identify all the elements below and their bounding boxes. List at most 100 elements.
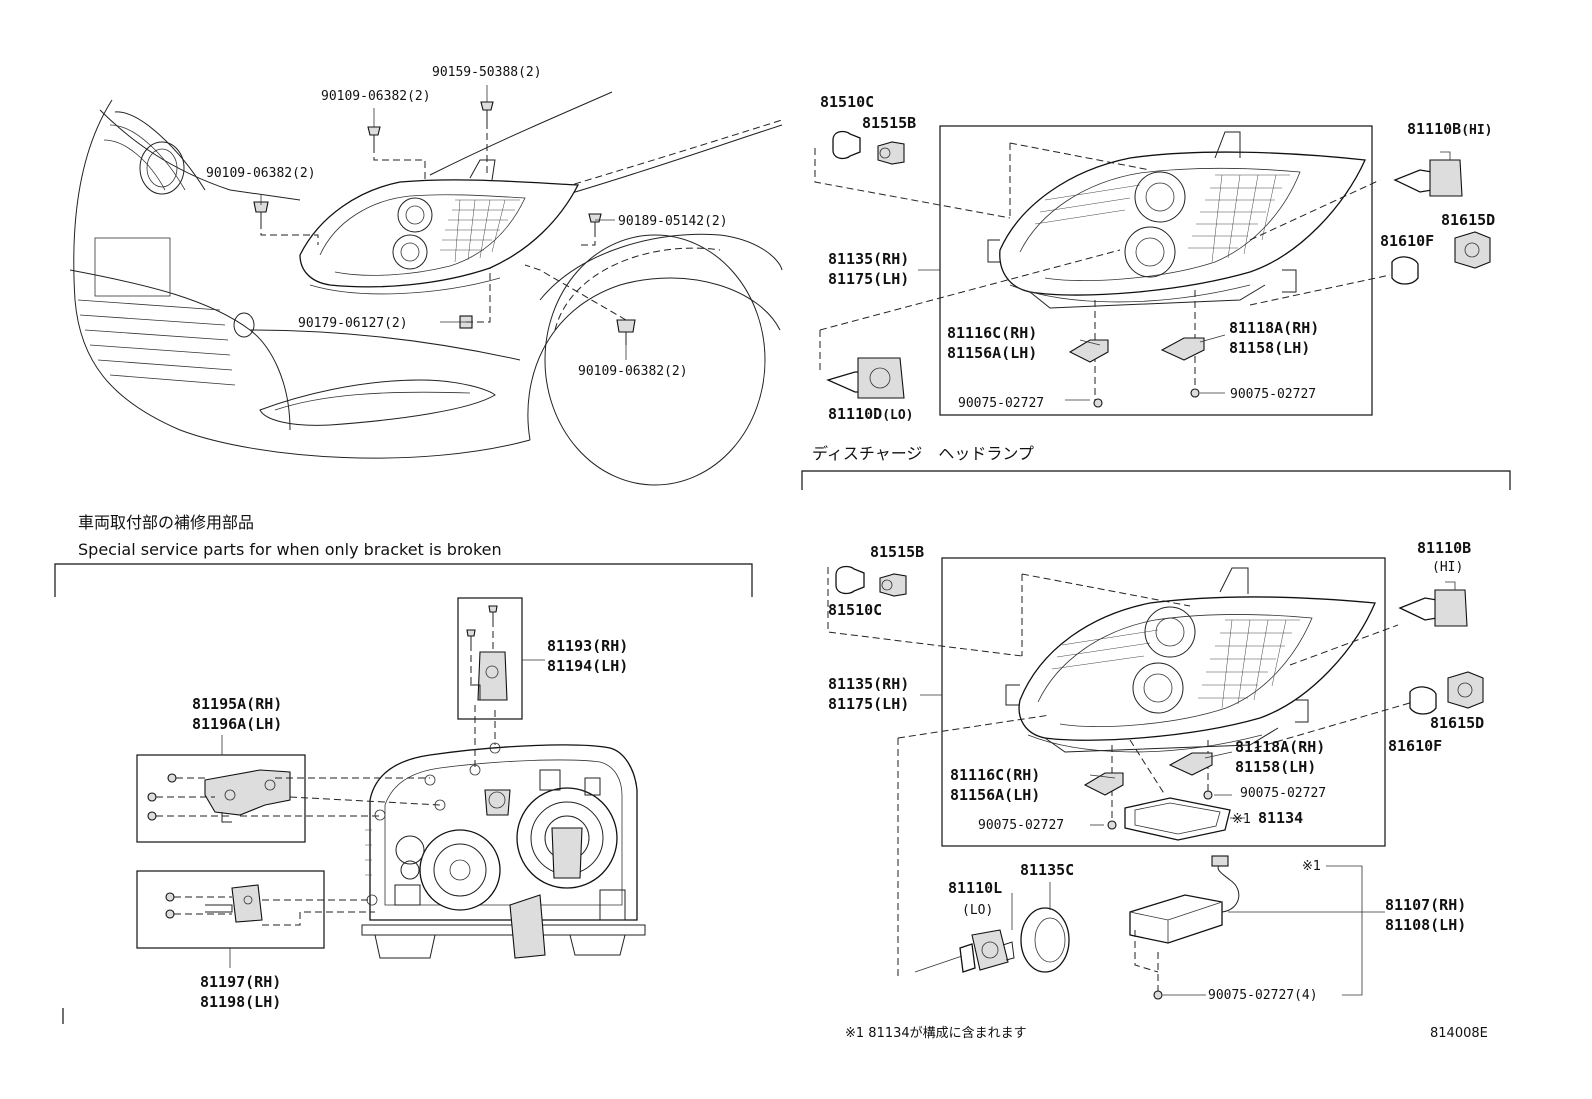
side-bracket-icon xyxy=(204,769,291,823)
part-label: 81110L xyxy=(948,879,1002,897)
socket-icon xyxy=(1447,671,1484,709)
screw-icon xyxy=(488,605,498,620)
part-label: 81116C(RH) xyxy=(947,324,1037,342)
halogen-headlamp-assembly xyxy=(814,125,1391,416)
clip-icon xyxy=(588,213,602,230)
screw-icon xyxy=(1153,990,1163,1000)
part-label: 81610F xyxy=(1380,232,1434,250)
part-label: 81615D xyxy=(1441,211,1495,229)
part-label: 90159-50388(2) xyxy=(432,65,542,80)
section-bracket xyxy=(801,470,1511,490)
part-label: 81515B xyxy=(862,114,916,132)
bracket-clip-icon xyxy=(1068,339,1109,363)
ballast-icon xyxy=(1129,855,1240,944)
screw-icon xyxy=(1190,388,1200,398)
part-label: 81118A(RH) xyxy=(1235,738,1325,756)
upper-bracket-icon xyxy=(470,651,508,701)
bolt-icon xyxy=(480,101,494,122)
screw-icon xyxy=(1203,790,1213,800)
part-label: 81110B xyxy=(1417,539,1471,557)
part-label: (LO) xyxy=(962,903,993,918)
bolt-icon xyxy=(253,201,269,222)
part-label: 81195A(RH) xyxy=(192,695,282,713)
bulb-hi-icon xyxy=(1393,151,1463,197)
part-label: 81108(LH) xyxy=(1385,916,1466,934)
headlamp-rear-view xyxy=(361,742,646,959)
part-number: 81110D xyxy=(828,405,882,423)
part-label: 90109-06382(2) xyxy=(321,89,431,104)
footnote: ※1 81134が構成に含まれます xyxy=(845,1025,1027,1041)
ring-cap-icon xyxy=(1020,907,1070,973)
part-label: 90179-06127(2) xyxy=(298,316,408,331)
socket-icon xyxy=(877,141,905,165)
screw-icon xyxy=(167,773,177,783)
bulb-icon xyxy=(832,130,861,160)
bracket-clip-icon xyxy=(1168,752,1213,776)
bulb-icon xyxy=(1409,686,1437,715)
note-mark: ※1 xyxy=(1302,859,1321,874)
part-label: 90075-02727(4) xyxy=(1208,988,1318,1003)
screw-icon xyxy=(1093,398,1103,408)
bracket-kit-box xyxy=(136,870,325,949)
part-label: 81135(RH) xyxy=(828,250,909,268)
bulb-icon xyxy=(1391,256,1419,285)
part-suffix: (LO) xyxy=(882,408,913,423)
screw-icon xyxy=(1107,820,1117,830)
illustration-code: 814008E xyxy=(1430,1026,1488,1041)
part-label: 81116C(RH) xyxy=(950,766,1040,784)
part-label: 81510C xyxy=(820,93,874,111)
part-label: 90075-02727 xyxy=(978,818,1064,833)
part-label: 90075-02727 xyxy=(958,396,1044,411)
part-label: 81194(LH) xyxy=(547,657,628,675)
part-label: 81193(RH) xyxy=(547,637,628,655)
part-label: 81135(RH) xyxy=(828,675,909,693)
part-suffix: (HI) xyxy=(1461,123,1492,138)
part-label: 90109-06382(2) xyxy=(206,166,316,181)
part-label: 81515B xyxy=(870,543,924,561)
part-label: 81118A(RH) xyxy=(1229,319,1319,337)
part-label: 81156A(LH) xyxy=(950,786,1040,804)
note-mark: ※1 xyxy=(1232,812,1251,827)
part-label: 81196A(LH) xyxy=(192,715,282,733)
part-label: 81107(RH) xyxy=(1385,896,1466,914)
bulb-hi-icon xyxy=(1398,581,1468,627)
part-label: 90109-06382(2) xyxy=(578,364,688,379)
bracket-clip-icon xyxy=(1083,772,1124,796)
part-label: 81197(RH) xyxy=(200,973,281,991)
part-label: 90189-05142(2) xyxy=(618,214,728,229)
part-number: 81110B xyxy=(1407,120,1461,138)
bracket-clip-icon xyxy=(1160,337,1205,361)
car-front-illustration xyxy=(69,85,783,486)
section-bracket xyxy=(54,563,753,597)
part-label: 81158(LH) xyxy=(1229,339,1310,357)
gasket-icon xyxy=(1124,797,1231,841)
screw-icon xyxy=(165,892,175,902)
part-label: 81135C xyxy=(1020,861,1074,879)
part-label: 81110D(LO) xyxy=(828,405,914,423)
part-label: 81615D xyxy=(1430,714,1484,732)
bolt-icon xyxy=(367,126,381,146)
screw-icon xyxy=(165,909,175,919)
screw-icon xyxy=(147,811,157,821)
part-label: 81510C xyxy=(828,601,882,619)
part-label: 81156A(LH) xyxy=(947,344,1037,362)
bracket-section-title-en: Special service parts for when only brac… xyxy=(78,540,502,559)
bracket-kit-box xyxy=(136,754,306,843)
discharge-section-title: ディスチャージ ヘッドランプ xyxy=(812,444,1034,463)
bulb-lo-icon xyxy=(826,357,905,399)
lower-bracket-icon xyxy=(205,884,263,923)
part-label: 90075-02727 xyxy=(1240,786,1326,801)
bulb-icon xyxy=(835,565,865,595)
socket-icon xyxy=(1454,231,1491,269)
part-label: 81134 xyxy=(1258,809,1303,827)
part-label: 90075-02727 xyxy=(1230,387,1316,402)
part-label: 81158(LH) xyxy=(1235,758,1316,776)
screw-icon xyxy=(147,792,157,802)
bracket-kit-box xyxy=(457,597,523,720)
part-label: 81175(LH) xyxy=(828,695,909,713)
bolt-icon xyxy=(616,319,636,345)
socket-icon xyxy=(879,573,907,597)
part-label: 81610F xyxy=(1388,737,1442,755)
bracket-section-title-jp: 車両取付部の補修用部品 xyxy=(78,513,254,532)
